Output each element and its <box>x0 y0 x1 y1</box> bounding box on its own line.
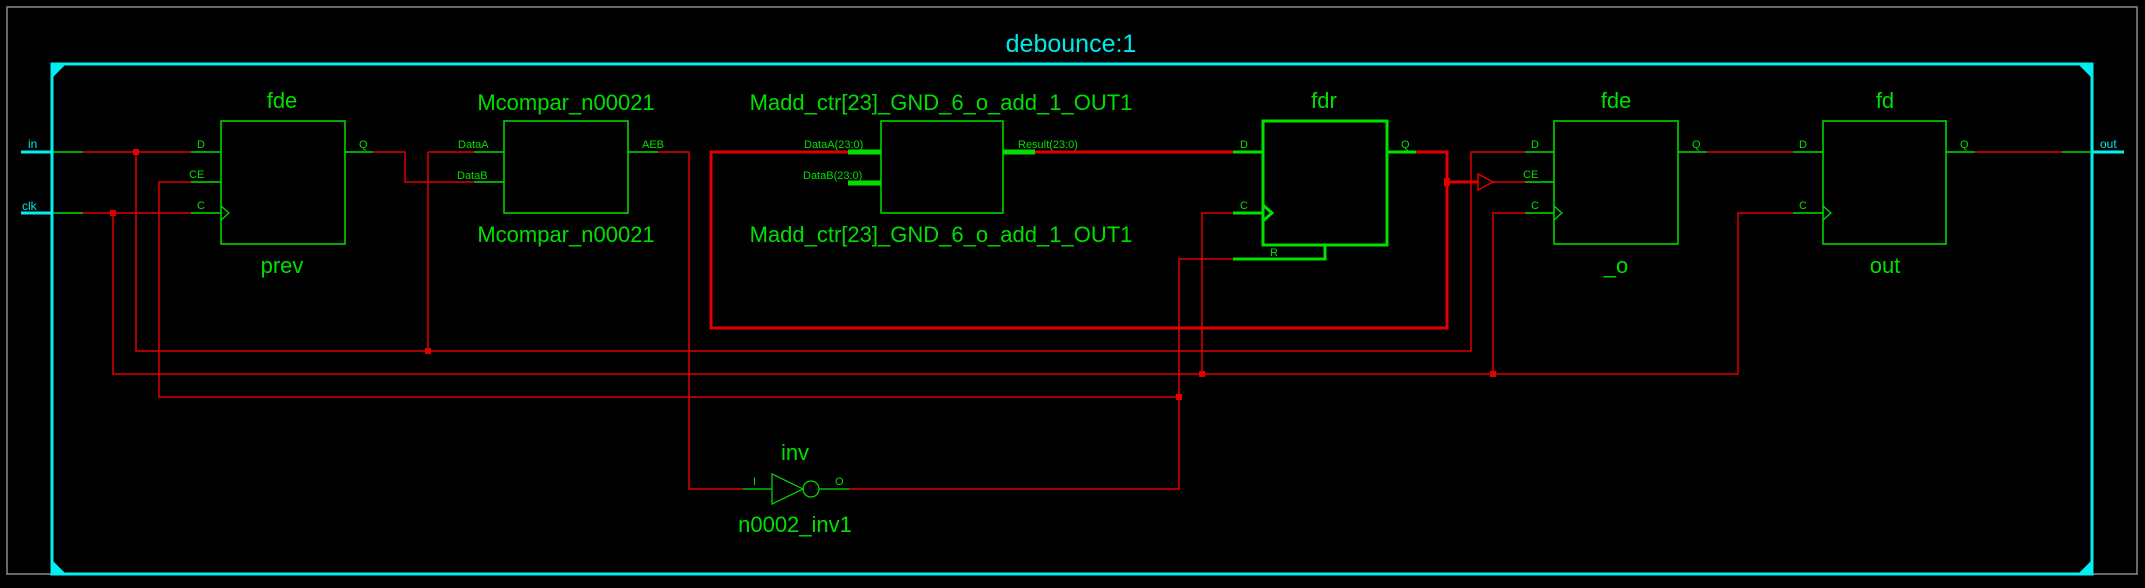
component-type-label: Mcompar_n00021 <box>477 90 654 115</box>
module-debounce[interactable]: debounce:1 <box>50 30 2094 576</box>
pin-label: C <box>1531 200 1539 212</box>
component-type-label: fd <box>1876 88 1894 113</box>
component-out[interactable]: fd D C Q out <box>1793 88 1975 278</box>
pin-label: CE <box>189 169 204 181</box>
clock-triangle-icon <box>1822 205 1832 221</box>
component-fdr[interactable]: fdr D C R Q <box>1233 88 1416 261</box>
component-body <box>220 120 346 245</box>
pin-label: D <box>1240 139 1248 151</box>
net-aeb[interactable] <box>658 151 743 490</box>
pin-label: AEB <box>642 139 664 151</box>
component-instance-label: Mcompar_n00021 <box>477 222 654 247</box>
component-body <box>503 120 629 214</box>
net-inv-out[interactable] <box>849 258 1233 490</box>
pin-label: Q <box>359 139 368 151</box>
pin-label: DataA <box>458 139 489 151</box>
component-inv[interactable]: inv I O n0002_inv1 <box>738 440 852 537</box>
pin-label: Q <box>1960 139 1969 151</box>
pin-label: D <box>1531 139 1539 151</box>
pin-label: O <box>835 476 844 488</box>
junction-dot <box>425 348 431 354</box>
pin-label: C <box>1799 200 1807 212</box>
component-instance-label: Madd_ctr[23]_GND_6_o_add_1_OUT1 <box>750 222 1133 247</box>
component-type-label: fde <box>1601 88 1632 113</box>
pin-label: DataB <box>457 170 488 182</box>
junction-dot <box>1199 371 1205 377</box>
inverter-bubble-icon <box>802 480 820 498</box>
port-clk-label: clk <box>22 199 38 213</box>
pin-label: DataA(23:0) <box>804 139 863 151</box>
junction-dot <box>110 210 116 216</box>
clock-triangle-icon <box>1262 203 1275 223</box>
pin-label: D <box>197 139 205 151</box>
component-instance-label: n0002_inv1 <box>738 512 852 537</box>
port-in[interactable]: in <box>21 137 52 154</box>
component-body <box>1553 120 1679 245</box>
component-prev[interactable]: fde D CE C Q prev <box>189 88 373 278</box>
component-body <box>1261 119 1389 247</box>
clock-triangle-icon <box>1553 205 1563 221</box>
port-out[interactable]: out <box>2092 137 2124 154</box>
pin-label: CE <box>1523 169 1538 181</box>
corner-marker-tr <box>2078 64 2092 78</box>
pin-label: C <box>197 200 205 212</box>
net-prev-q[interactable] <box>373 151 474 183</box>
component-madd[interactable]: Madd_ctr[23]_GND_6_o_add_1_OUT1 DataA(23… <box>750 90 1133 247</box>
component-instance-label: out <box>1870 253 1901 278</box>
net-clk-branch[interactable] <box>112 212 1793 375</box>
net-clk-fdr[interactable] <box>1201 212 1233 374</box>
component-body <box>880 120 1004 214</box>
inverter-triangle-icon <box>771 473 805 505</box>
port-out-label: out <box>2100 137 2117 151</box>
nets <box>53 149 2092 490</box>
module-border <box>50 62 2094 576</box>
pin-label: I <box>753 476 756 488</box>
corner-marker-bl <box>52 560 66 574</box>
component-type-label: inv <box>781 440 809 465</box>
net-ctr-loop[interactable] <box>709 150 1449 330</box>
net-in-branch[interactable] <box>135 151 1525 352</box>
pin-label: Q <box>1692 139 1701 151</box>
net-clk-o[interactable] <box>1492 212 1525 374</box>
component-type-label: Madd_ctr[23]_GND_6_o_add_1_OUT1 <box>750 90 1133 115</box>
port-clk[interactable]: clk <box>21 199 52 215</box>
module-title: debounce:1 <box>1006 30 1137 58</box>
pin-label: C <box>1240 200 1248 212</box>
pin-label: R <box>1270 247 1278 259</box>
component-body <box>1822 120 1947 245</box>
corner-marker-tl <box>52 64 66 78</box>
pin-label: D <box>1799 139 1807 151</box>
component-instance-label: _o <box>1603 253 1628 278</box>
component-mcompar[interactable]: Mcompar_n00021 DataA DataB AEB Mcompar_n… <box>457 90 664 247</box>
corner-marker-br <box>2078 560 2092 574</box>
buffer-icon <box>1477 172 1495 192</box>
junction-dot <box>1490 371 1496 377</box>
pin-label: Q <box>1401 139 1410 151</box>
component-o[interactable]: fde D CE C Q _o <box>1523 88 1707 278</box>
component-instance-label: prev <box>261 253 304 278</box>
component-type-label: fdr <box>1311 88 1337 113</box>
junction-dot <box>1176 394 1182 400</box>
component-type-label: fde <box>267 88 298 113</box>
port-in-label: in <box>28 137 37 151</box>
clock-triangle-icon <box>220 205 230 221</box>
pin-label: Result(23:0) <box>1018 139 1078 151</box>
junction-dot <box>1444 178 1450 186</box>
net-ce[interactable] <box>158 181 1179 398</box>
pin-label: DataB(23:0) <box>803 170 862 182</box>
junction-dot <box>133 149 139 155</box>
